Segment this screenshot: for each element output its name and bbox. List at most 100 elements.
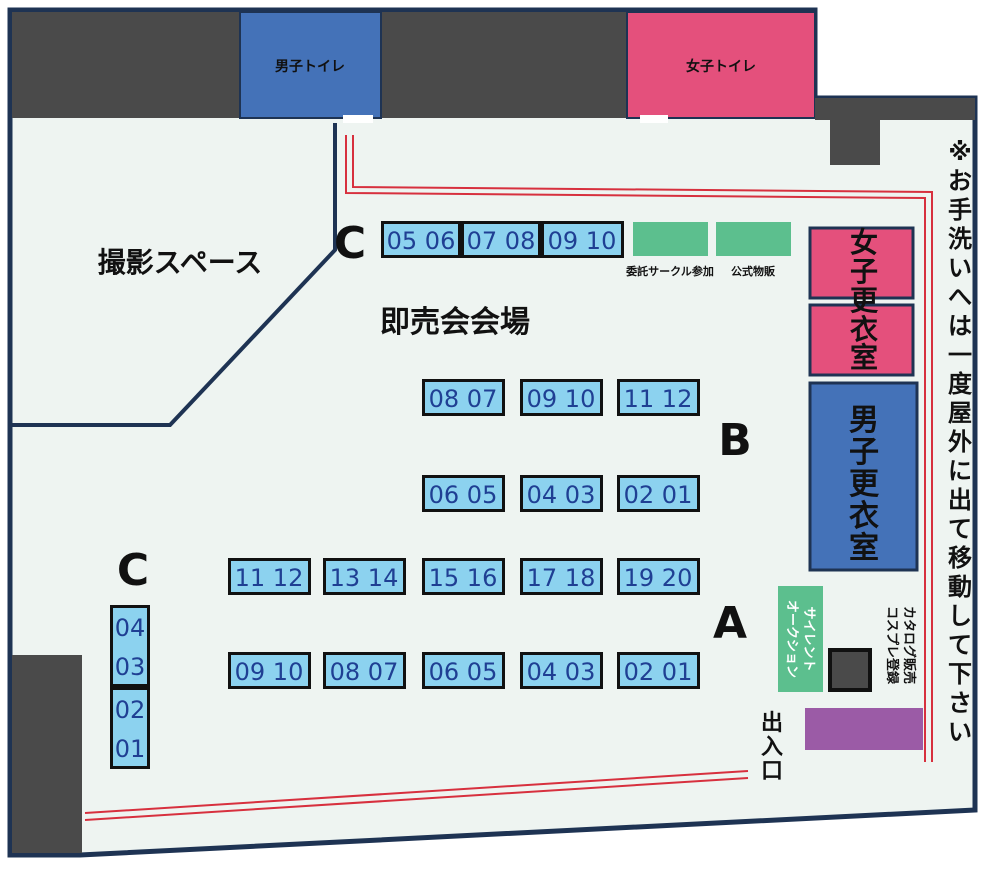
womens-changing-char-5: 室 bbox=[850, 341, 878, 374]
notice-char: 下 bbox=[948, 660, 972, 688]
notice-char: い bbox=[948, 254, 972, 282]
booth-a2-4: 04 03 bbox=[527, 658, 596, 686]
booth-a1-1: 11 12 bbox=[235, 564, 304, 592]
walking-route-bottom bbox=[84, 770, 749, 814]
booth-b1-2: 09 10 bbox=[527, 385, 596, 413]
official-goods-table bbox=[716, 222, 791, 256]
exit-char-2: 入 bbox=[761, 735, 783, 760]
restroom-notice: ※ お 手 洗 い へ は 一 度 屋 外 に 出 て 移 動 し て 下 さ … bbox=[948, 138, 973, 746]
booth-c-left-4: 01 bbox=[115, 735, 146, 763]
booth-group-b-row2: 06 05 04 03 02 01 bbox=[422, 475, 700, 512]
booth-c-top-3: 09 10 bbox=[548, 227, 617, 255]
mens-changing-char-4: 衣 bbox=[849, 499, 879, 534]
mens-changing-room-label: 男 子 更 衣 室 bbox=[849, 403, 880, 566]
booth-group-a-row1: 11 12 13 14 15 16 17 18 19 20 bbox=[228, 558, 700, 595]
walking-route-top-inner bbox=[352, 135, 933, 762]
exit-char-1: 出 bbox=[761, 711, 783, 736]
mens-changing-char-3: 更 bbox=[849, 467, 880, 502]
exit-char-3: 口 bbox=[761, 759, 783, 784]
mens-changing-room bbox=[808, 381, 919, 572]
womens-changing-char-1: 女 bbox=[850, 226, 878, 259]
booth-a2-5: 02 01 bbox=[624, 658, 693, 686]
booth-a1-5: 19 20 bbox=[624, 564, 693, 592]
womens-toilet-doorway bbox=[640, 115, 668, 123]
silent-auction-line-2: オークション bbox=[784, 600, 799, 678]
booth-c-left-3: 02 bbox=[115, 696, 146, 724]
booth-b1-3: 11 12 bbox=[624, 385, 693, 413]
booth-a1-3: 15 16 bbox=[429, 564, 498, 592]
booth-b1-1: 08 07 bbox=[429, 385, 498, 413]
notice-char: へ bbox=[948, 283, 972, 311]
booth-a1-2: 13 14 bbox=[330, 564, 399, 592]
notice-char: お bbox=[948, 167, 972, 195]
womens-changing-room-lower bbox=[808, 303, 915, 377]
notice-char: 移 bbox=[948, 544, 972, 572]
notice-char: ※ bbox=[948, 138, 971, 166]
mens-toilet-room bbox=[239, 11, 382, 119]
womens-changing-char-3: 更 bbox=[850, 284, 879, 317]
official-goods-label: 公式物販 bbox=[731, 264, 776, 278]
cosplay-registration-text: コスプレ登録 bbox=[884, 606, 900, 685]
silent-auction-label: サイレント オークション bbox=[784, 600, 816, 678]
right-pillar bbox=[830, 120, 880, 165]
row-c-left-letter: C bbox=[117, 545, 149, 596]
walking-route-top bbox=[345, 135, 926, 762]
booth-group-c-left: 04 03 02 01 bbox=[110, 605, 150, 769]
booth-c-top-2: 07 08 bbox=[467, 227, 536, 255]
booth-c-left-2: 03 bbox=[115, 653, 146, 681]
booth-group-c-top: 05 06 07 08 09 10 bbox=[381, 221, 624, 258]
mens-changing-char-1: 男 bbox=[849, 403, 879, 438]
exit-label: 出 入 口 bbox=[761, 711, 783, 784]
booth-a2-3: 06 05 bbox=[429, 658, 498, 686]
photo-space-label: 撮影スペース bbox=[98, 246, 263, 279]
mens-toilet-doorway bbox=[343, 115, 373, 123]
notice-char: は bbox=[948, 312, 972, 340]
booth-group-b-row1: 08 07 09 10 11 12 bbox=[422, 379, 700, 416]
notice-char: い bbox=[948, 718, 972, 746]
mens-toilet-label: 男子トイレ bbox=[275, 59, 345, 75]
booth-a1-4: 17 18 bbox=[527, 564, 596, 592]
womens-changing-room-label: 女 子 更 衣 室 bbox=[850, 226, 879, 374]
left-bottom-pillar bbox=[12, 655, 82, 853]
top-wall-block-middle bbox=[381, 12, 627, 118]
silent-auction-line-1: サイレント bbox=[801, 606, 816, 671]
booth-a2-1: 09 10 bbox=[235, 658, 304, 686]
notice-char: 度 bbox=[948, 370, 973, 398]
walking-route-bottom-inner bbox=[84, 777, 749, 821]
womens-toilet-room bbox=[626, 11, 816, 119]
womens-changing-room-upper bbox=[808, 226, 915, 300]
row-a-letter: A bbox=[713, 598, 747, 649]
top-wall-block-left bbox=[12, 12, 240, 118]
silent-auction-table bbox=[778, 586, 823, 692]
booth-c-left-1: 04 bbox=[115, 614, 146, 642]
booth-b2-1: 06 05 bbox=[429, 481, 498, 509]
registration-table bbox=[805, 708, 923, 750]
booth-c-top-1: 05 06 bbox=[387, 227, 456, 255]
notice-char: し bbox=[948, 602, 972, 630]
mens-changing-char-5: 室 bbox=[849, 531, 879, 566]
consigned-circle-label: 委託サークル参加 bbox=[625, 264, 714, 278]
notice-char: 手 bbox=[948, 196, 972, 224]
notice-char: て bbox=[948, 631, 972, 659]
notice-char: 一 bbox=[948, 341, 972, 369]
catalog-sales-text: カタログ販売 bbox=[901, 606, 917, 684]
notice-char: て bbox=[948, 515, 972, 543]
photo-space-boundary bbox=[12, 123, 337, 427]
booth-b2-3: 02 01 bbox=[624, 481, 693, 509]
booth-a2-2: 08 07 bbox=[330, 658, 399, 686]
row-c-top-letter: C bbox=[334, 218, 366, 269]
consigned-circle-table bbox=[633, 222, 708, 256]
notice-char: 屋 bbox=[948, 399, 972, 427]
womens-changing-char-4: 衣 bbox=[850, 313, 878, 346]
booth-group-a-row2: 09 10 08 07 06 05 04 03 02 01 bbox=[228, 652, 700, 689]
booth-b2-2: 04 03 bbox=[527, 481, 596, 509]
notice-char: 洗 bbox=[948, 225, 972, 253]
sales-hall-label: 即売会会場 bbox=[380, 305, 530, 340]
womens-changing-char-2: 子 bbox=[850, 255, 878, 288]
catalog-cosplay-label: カタログ販売 コスプレ登録 bbox=[884, 606, 917, 685]
notice-char: に bbox=[948, 457, 972, 485]
womens-toilet-label: 女子トイレ bbox=[686, 58, 756, 75]
catalog-counter-inner bbox=[832, 652, 868, 688]
row-b-letter: B bbox=[718, 415, 752, 466]
